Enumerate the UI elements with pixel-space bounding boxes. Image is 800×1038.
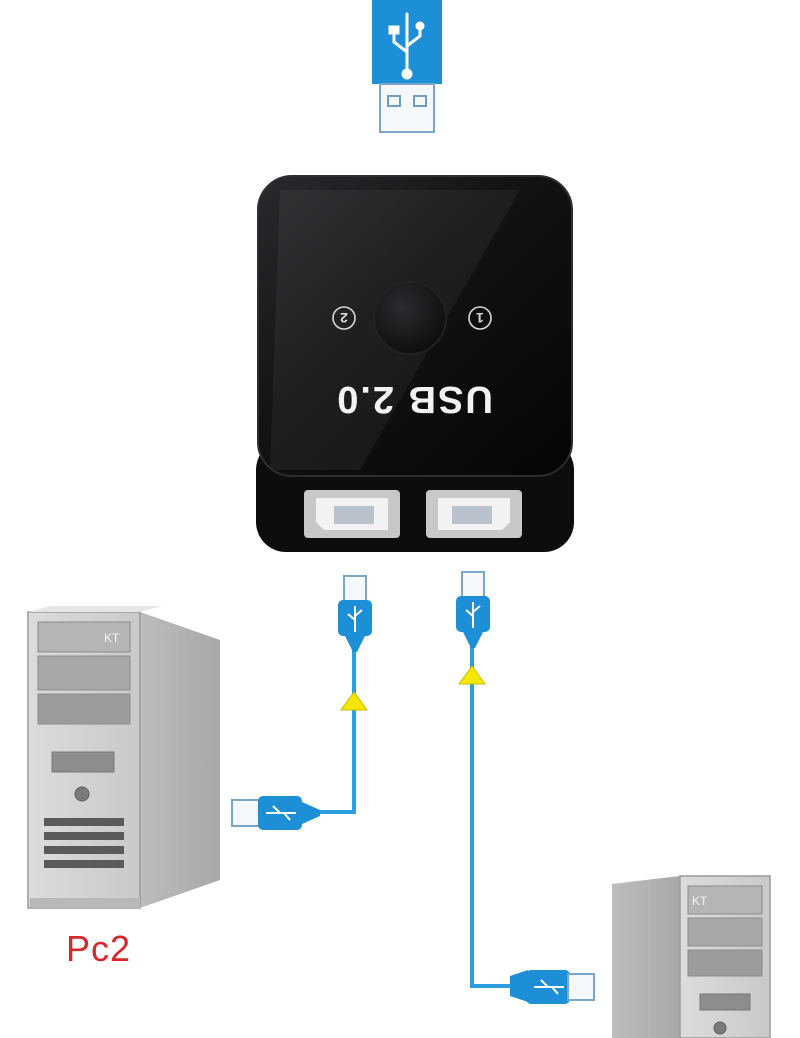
arrow-up-right-icon xyxy=(458,665,486,685)
port-1-indicator: 1 xyxy=(468,306,492,330)
pc1-brand-label: KT xyxy=(692,894,708,908)
pc1-usb-plug xyxy=(510,970,595,1004)
usb-trident-icon xyxy=(388,12,425,80)
arrow-up-left-icon xyxy=(340,691,368,711)
switch-usb-label: USB 2.0 xyxy=(335,378,493,420)
cable-to-pc2 xyxy=(320,640,356,814)
top-plug-metal xyxy=(379,83,435,133)
pc2-tower: KT xyxy=(27,606,220,909)
cable-plug-left xyxy=(338,575,372,652)
usb-b-port-left xyxy=(304,490,400,538)
usb-switch-box: 2 1 USB 2.0 xyxy=(256,175,574,552)
switch-toggle-button[interactable] xyxy=(373,281,447,355)
cable-plug-right xyxy=(456,571,490,648)
port-2-label: 2 xyxy=(340,310,348,326)
top-usb-plug xyxy=(372,0,442,133)
port-2-indicator: 2 xyxy=(332,306,356,330)
usb-b-port-right xyxy=(426,490,522,538)
port-1-label: 1 xyxy=(476,310,484,326)
pc1-tower: KT xyxy=(612,875,771,1038)
cable-to-pc1 xyxy=(470,640,510,988)
pc2-brand-label: KT xyxy=(104,631,120,645)
pc2-usb-plug xyxy=(231,796,320,830)
pc2-label: Pc2 xyxy=(66,928,132,969)
